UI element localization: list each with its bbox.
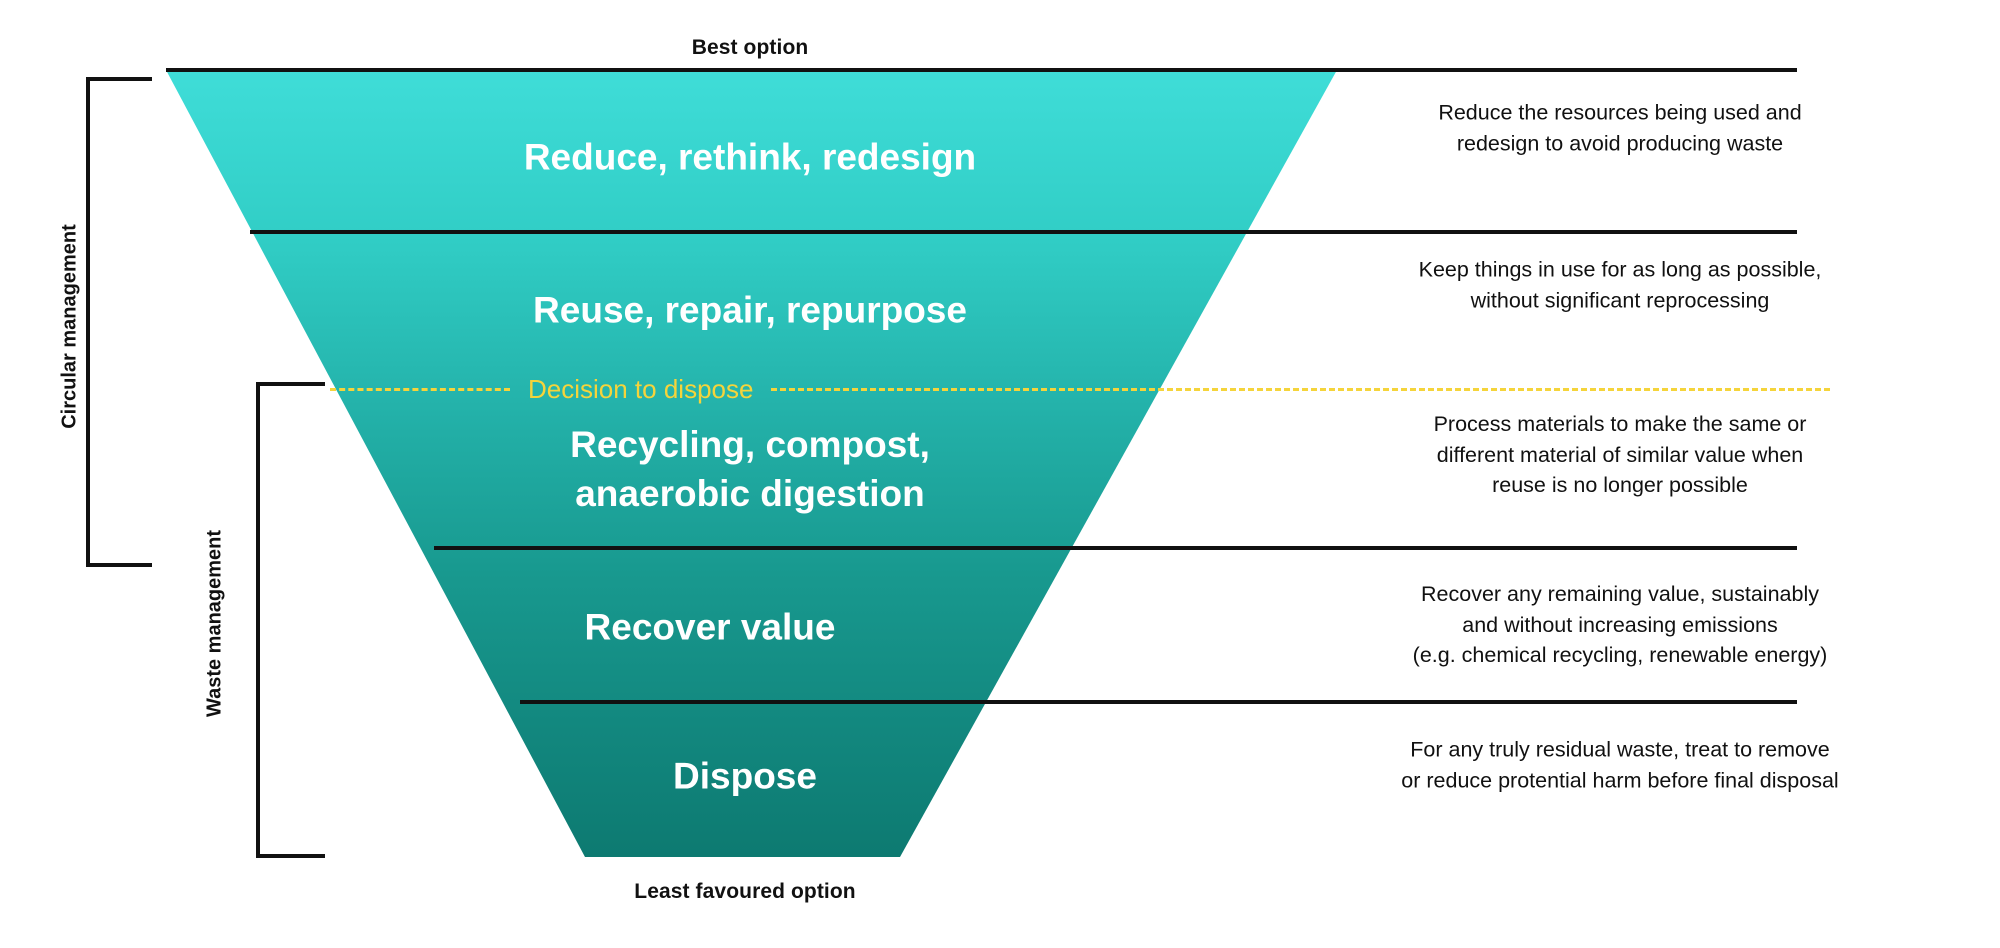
tier-description-recover: Recover any remaining value, sustainably… bbox=[1412, 582, 1828, 668]
waste-management-bracket bbox=[256, 382, 325, 858]
bracket-label-circular-management: Circular management bbox=[58, 224, 81, 429]
best-option-label: Best option bbox=[691, 36, 809, 59]
tier-description-reuse: Keep things in use for as long as possib… bbox=[1418, 257, 1822, 312]
tier-description-reduce: Reduce the resources being used and rede… bbox=[1438, 100, 1802, 155]
decision-dash-right bbox=[771, 387, 1830, 391]
funnel-body bbox=[166, 70, 1337, 857]
circular-management-bracket bbox=[86, 77, 152, 567]
tier-description-recycling: Process materials to make the same or di… bbox=[1433, 412, 1807, 498]
tier-divider-group bbox=[166, 68, 1797, 704]
least-favoured-option-label: Least favoured option bbox=[634, 880, 856, 903]
decision-dash-left bbox=[330, 387, 510, 391]
tier-description-dispose: For any truly residual waste, treat to r… bbox=[1401, 737, 1839, 792]
decision-to-dispose-row: Decision to dispose bbox=[330, 372, 1830, 406]
bracket-label-waste-management: Waste management bbox=[203, 529, 226, 718]
decision-to-dispose-label: Decision to dispose bbox=[528, 374, 754, 404]
